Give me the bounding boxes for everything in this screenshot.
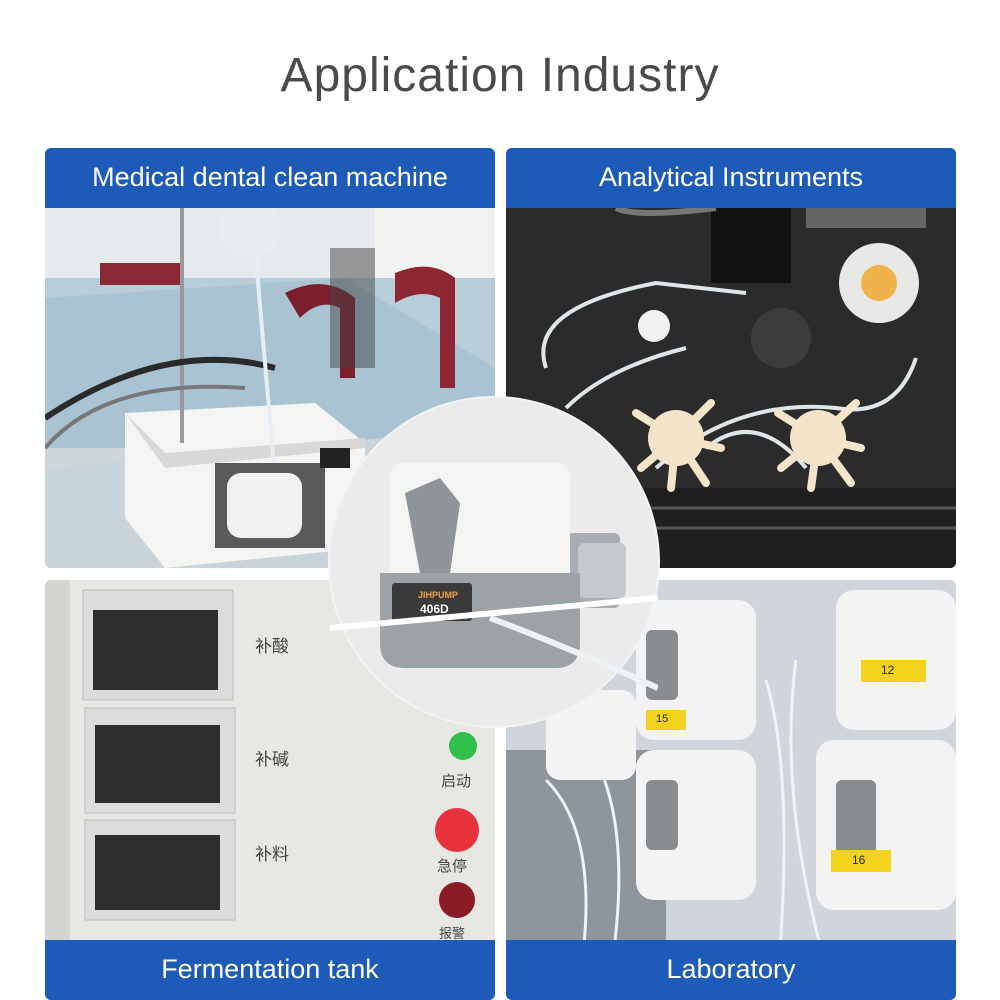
peristaltic-pump-highlight: JIHPUMP 406D — [329, 398, 660, 726]
panel-medical-dental: Medical dental clean machine — [45, 148, 495, 568]
lab-tag-15: 15 — [656, 713, 669, 725]
panel-label-laboratory: Laboratory — [506, 940, 956, 1000]
fermentation-label-base: 补碱 — [255, 750, 289, 770]
fermentation-label-feed: 补料 — [255, 845, 289, 865]
lab-tag-16: 16 — [852, 853, 866, 867]
panel-analytical-instruments: Analytical Instruments — [506, 148, 956, 568]
panel-label-analytical: Analytical Instruments — [506, 148, 956, 208]
panel-fermentation-tank: 补酸 补碱 补料 启动 急停 报警 Fermentation tank — [45, 580, 495, 1000]
fermentation-label-start: 启动 — [441, 772, 472, 790]
pump-model: 406D — [420, 602, 449, 616]
lab-tag-12: 12 — [881, 663, 895, 677]
page-title: Application Industry — [280, 49, 720, 102]
panel-label-medical: Medical dental clean machine — [45, 148, 495, 208]
fermentation-label-emergency-stop: 急停 — [437, 857, 468, 875]
medical-dental-photo — [45, 148, 495, 568]
panel-label-fermentation: Fermentation tank — [45, 940, 495, 1000]
fermentation-label-acid: 补酸 — [255, 637, 289, 657]
pump-illustration — [329, 463, 660, 691]
fermentation-label-alarm: 报警 — [439, 927, 466, 942]
pump-brand: JIHPUMP — [418, 590, 459, 600]
